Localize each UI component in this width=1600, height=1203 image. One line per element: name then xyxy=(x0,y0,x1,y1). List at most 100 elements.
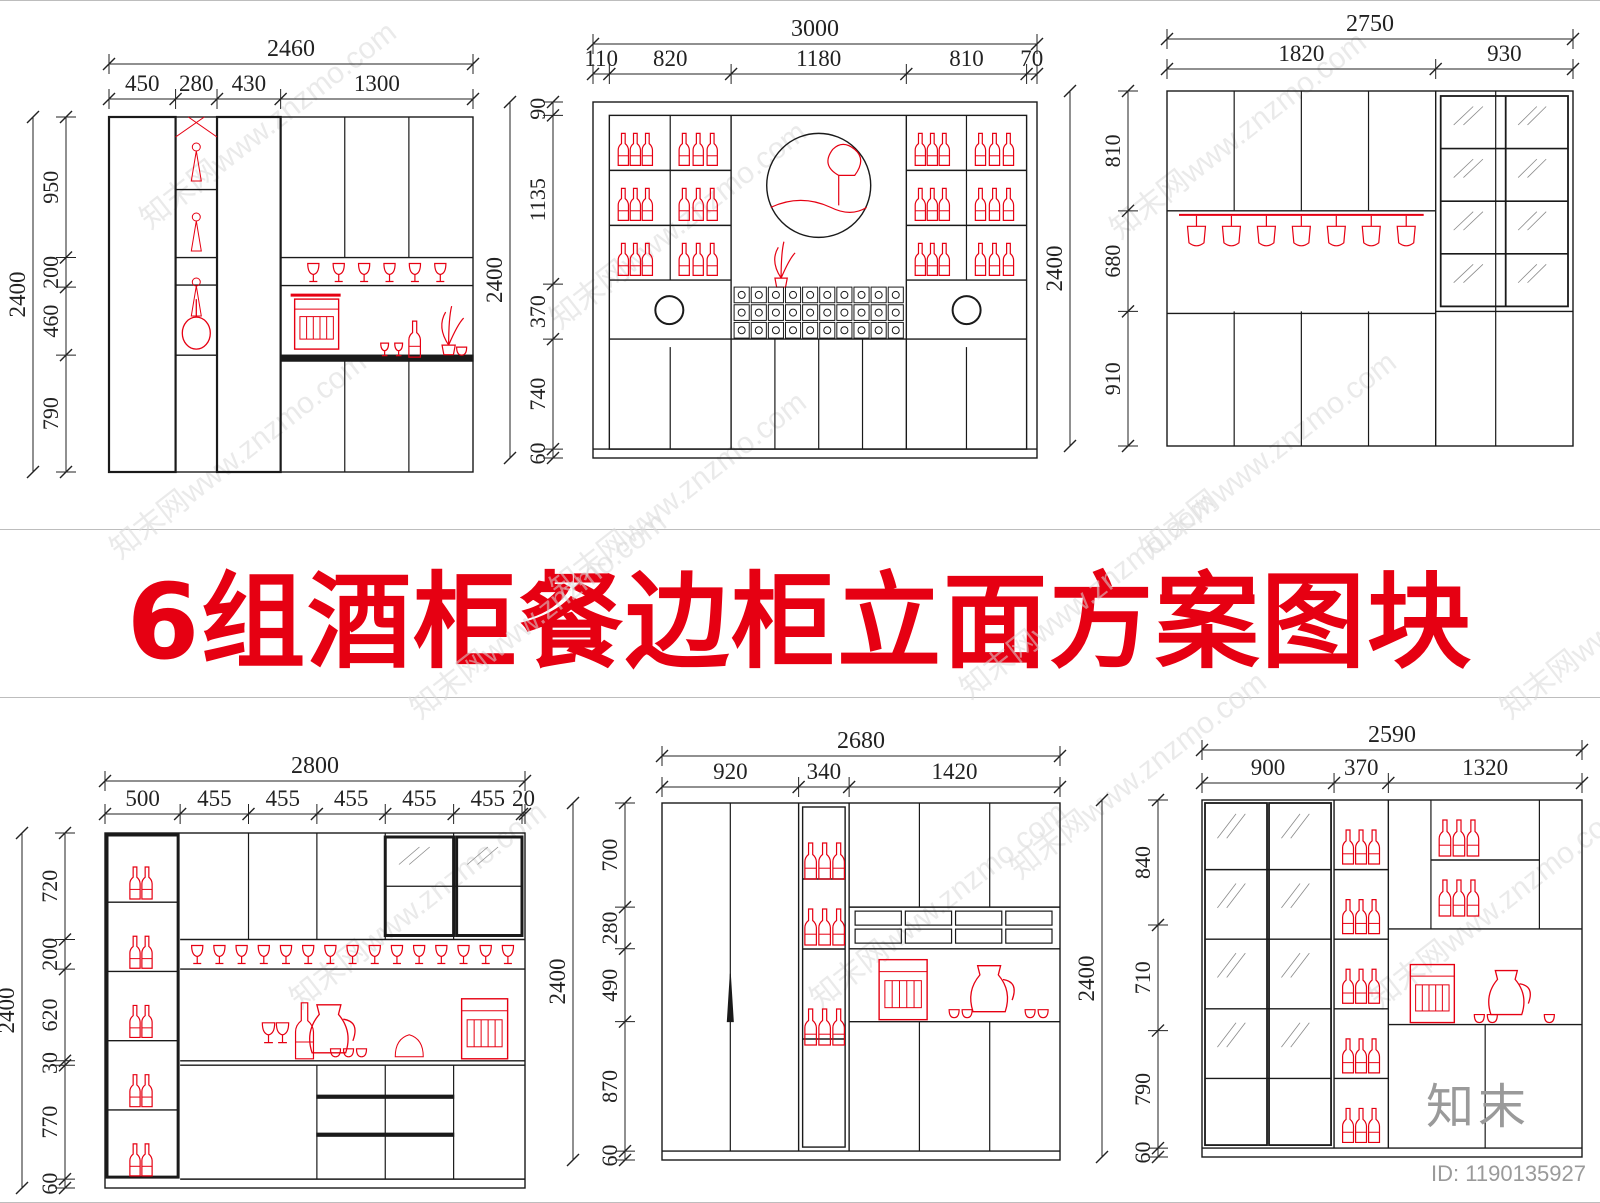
bottle-icon xyxy=(804,1008,817,1046)
bottle-end-icon xyxy=(840,290,849,299)
bottle-icon xyxy=(129,1074,141,1108)
dimension-tick xyxy=(546,95,560,109)
glass-reflection xyxy=(1217,813,1237,839)
cabinet-4-elevation xyxy=(104,832,526,1189)
dimension-part-label: 110 xyxy=(584,46,618,71)
wine-rack-cell xyxy=(750,321,767,339)
dimension-tick xyxy=(1053,749,1067,763)
dimension-total-label: 2400 xyxy=(482,257,507,303)
dimension-part-label: 710 xyxy=(1130,961,1155,994)
dimension-tick xyxy=(1195,743,1209,757)
dimension-part-label: 1820 xyxy=(1278,41,1324,66)
water-jug-icon xyxy=(970,965,1015,1013)
dimension-tick xyxy=(1151,793,1165,807)
dimension-part-label: 820 xyxy=(653,46,688,71)
dimension-tick xyxy=(1121,84,1135,98)
dimension-tick xyxy=(98,774,112,788)
bottle-icon xyxy=(294,1002,315,1060)
cabinet-frame xyxy=(1166,90,1574,447)
wine-rack-cell xyxy=(870,321,887,339)
vase-icon xyxy=(774,277,788,288)
glass-reflection xyxy=(1290,952,1310,978)
bottle-icon xyxy=(617,242,630,276)
dimension-part-label: 200 xyxy=(38,256,63,289)
bottle-icon xyxy=(617,187,630,221)
dimension-tick xyxy=(546,442,560,456)
wine-glass-icon xyxy=(501,944,515,965)
dimension-part-label: 60 xyxy=(37,1173,62,1195)
bottle-icon xyxy=(804,842,817,880)
bottle-icon xyxy=(1438,879,1452,917)
dimension-tick xyxy=(1121,204,1135,218)
bottle-icon xyxy=(141,1004,153,1039)
bottle-icon xyxy=(129,1004,141,1039)
glass-reflection xyxy=(1463,158,1484,178)
dimension-tick xyxy=(1151,1024,1165,1038)
bottle-icon xyxy=(641,242,654,276)
dimension-tick xyxy=(59,348,73,362)
wine-rack-cell xyxy=(836,304,853,321)
dimension-part-label: 700 xyxy=(597,839,622,872)
wine-rack-cell xyxy=(750,286,767,304)
dimension-tick xyxy=(173,807,187,821)
wine-glass-icon xyxy=(257,944,271,965)
wine-rack-cell xyxy=(853,304,870,321)
wine-rack-cell xyxy=(836,286,853,304)
bottle-icon xyxy=(818,842,831,880)
small-drawer xyxy=(854,928,902,944)
wine-glass-icon xyxy=(435,944,448,965)
appliance-window xyxy=(299,316,334,340)
dimension-tick xyxy=(58,933,72,946)
wine-rack-cell xyxy=(750,304,767,321)
dimension-tick xyxy=(59,251,73,265)
dimension-tick xyxy=(566,796,580,810)
dimension-part-label: 900 xyxy=(1251,755,1286,780)
decorative-medallion xyxy=(951,295,982,326)
glass-reflection xyxy=(1517,211,1538,231)
dimension-total-label: 2400 xyxy=(545,959,570,1005)
door-handle xyxy=(726,973,734,1023)
dimension-part-label: 30 xyxy=(37,1052,62,1074)
dimension-tick xyxy=(58,1181,72,1195)
glass-reflection xyxy=(1453,158,1474,178)
decorative-medallion xyxy=(654,295,685,326)
dimension-tick xyxy=(618,796,632,810)
dimension-tick xyxy=(1121,304,1135,318)
bottle-end-icon xyxy=(806,308,815,317)
dimension-part-label: 1320 xyxy=(1462,755,1508,780)
glass-reflection xyxy=(1281,813,1301,839)
glass-reflection xyxy=(1463,211,1484,231)
top-drawing-panel xyxy=(0,0,1600,530)
wine-glass-icon xyxy=(1291,215,1312,247)
dimension-part-label: 450 xyxy=(125,71,160,96)
dimension-part-label: 720 xyxy=(37,870,62,903)
dimension-tick xyxy=(724,67,738,81)
dimension-tick xyxy=(1575,776,1589,790)
bottle-end-icon xyxy=(806,326,815,335)
glass-reflection xyxy=(1463,264,1484,284)
dimension-total-label: 3000 xyxy=(791,16,839,42)
small-drawer xyxy=(954,928,1003,944)
bottle-icon xyxy=(938,132,951,166)
glass-reflection xyxy=(1217,883,1237,909)
bottle-end-icon xyxy=(823,290,832,299)
wine-rack-cell xyxy=(767,286,784,304)
dimension-tick xyxy=(26,465,40,479)
dimension-part-label: 280 xyxy=(597,911,622,944)
dimension-part-label: 770 xyxy=(37,1106,62,1139)
dimension-part-label: 70 xyxy=(1020,46,1043,71)
bottle-icon xyxy=(692,242,704,276)
cabinet-frame xyxy=(1201,799,1583,1158)
bottle-icon xyxy=(1342,899,1355,935)
glass-reflection xyxy=(1226,813,1246,839)
wine-glass-icon xyxy=(408,262,422,283)
bottle-icon xyxy=(832,842,845,880)
kitchen-appliance-icon xyxy=(878,958,928,1021)
small-drawer xyxy=(1005,928,1053,944)
kitchen-appliance-icon xyxy=(1409,963,1456,1024)
bottle-icon xyxy=(408,320,422,358)
dimension-total-label: 2750 xyxy=(1346,11,1394,37)
